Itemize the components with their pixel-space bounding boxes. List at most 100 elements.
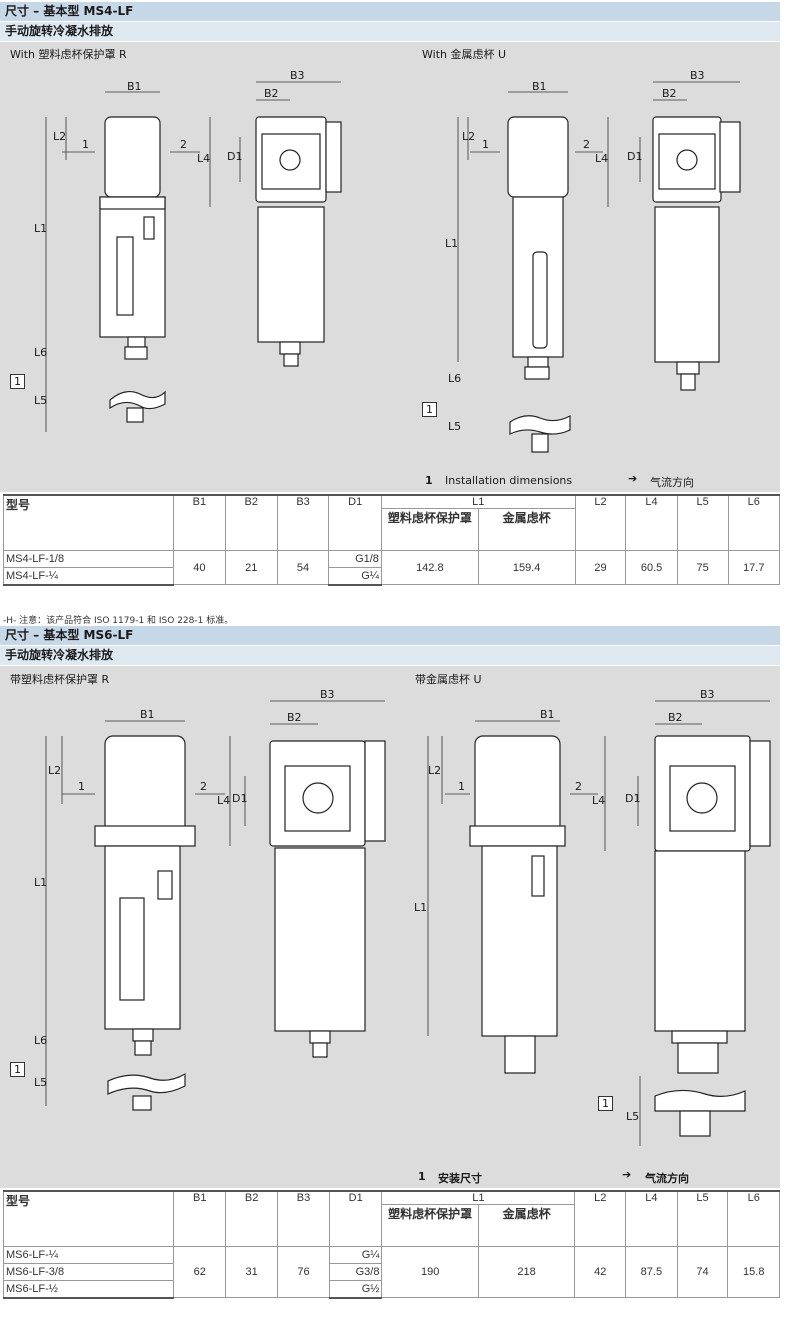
s1-front-metal-head <box>507 116 569 198</box>
s2-dim-l4-a: L4 <box>217 794 231 807</box>
s1-dim-l5-b: L5 <box>448 420 462 433</box>
s2-dim-b1-a: B1 <box>140 708 155 721</box>
s2-dim-l5-a: L5 <box>34 1076 48 1089</box>
section1-drawing-svg <box>45 81 741 453</box>
section2-title: 尺寸 – 基本型 MS6-LF <box>0 626 780 645</box>
s2-th-l4: L4 <box>625 1190 678 1247</box>
s2-front-plastic-key <box>107 1072 186 1095</box>
section2-subtitle: 手动旋转冷凝水排放 <box>0 646 780 665</box>
s1-val-l1a: 142.8 <box>380 550 479 585</box>
s1-dim-b3-b: B3 <box>690 69 705 82</box>
s2-th-d1: D1 <box>328 1190 383 1247</box>
section1-spec-table: 型号 B1 B2 B3 D1 L1 L2 L4 L5 L6 塑料虑杯保护罩 金属… <box>3 494 781 586</box>
s1-val-b2: 21 <box>224 550 278 585</box>
s2-dim-l4-b: L4 <box>592 794 606 807</box>
s2-side-metal-key <box>654 1089 746 1112</box>
s2-val-l1b: 218 <box>477 1246 576 1298</box>
s1-dim-l2-a: L2 <box>53 130 67 143</box>
s1-th-model: 型号 <box>3 494 174 551</box>
s1-front-plastic-key <box>109 390 166 410</box>
s1-th-l5: L5 <box>676 494 729 551</box>
s1-callout-a: 1 <box>10 374 25 389</box>
s2-dim-b1-b: B1 <box>540 708 555 721</box>
s2-side-plastic-bowl <box>274 847 366 1032</box>
s1-th-l6: L6 <box>727 494 781 551</box>
s1-left-label: With 塑料虑杯保护罩 R <box>10 48 127 61</box>
s1-port-out-b: 2 <box>583 138 590 151</box>
s1-side-metal-bowl <box>654 206 720 363</box>
s1-model-1: MS4-LF-¼ <box>3 567 174 586</box>
s2-front-plastic-bowl <box>104 845 181 1030</box>
s2-dim-b2-a: B2 <box>287 711 302 724</box>
s2-flow-text: 气流方向 <box>645 1172 689 1185</box>
s2-th-l1: L1 <box>381 1190 576 1205</box>
s1-th-b1: B1 <box>172 494 226 551</box>
s2-th-b2: B2 <box>225 1190 279 1247</box>
s2-th-l1a: 塑料虑杯保护罩 <box>381 1204 479 1247</box>
s1-port-in-b: 1 <box>482 138 489 151</box>
s1-d1-0: G1/8 <box>328 550 382 568</box>
s2-val-b1: 62 <box>173 1246 227 1298</box>
s2-right-label: 带金属虑杯 U <box>415 673 482 686</box>
s2-val-b3: 76 <box>277 1246 330 1298</box>
s2-val-l4: 87.5 <box>625 1246 678 1298</box>
s2-dim-b2-b: B2 <box>668 711 683 724</box>
s1-port-out-a: 2 <box>180 138 187 151</box>
s1-th-l1: L1 <box>380 494 576 509</box>
s2-callout-b: 1 <box>598 1096 613 1111</box>
s1-dim-b2-b: B2 <box>662 87 677 100</box>
s1-val-l5: 75 <box>676 550 729 585</box>
s2-th-b3: B3 <box>277 1190 330 1247</box>
s1-right-label: With 金属虑杯 U <box>422 48 507 61</box>
s1-front-plastic-head <box>104 116 161 198</box>
s1-port-in-a: 1 <box>82 138 89 151</box>
section2-spec-table: 型号 B1 B2 B3 D1 L1 L2 L4 L5 L6 塑料虑杯保护罩 金属… <box>2 1190 780 1299</box>
s1-model-0: MS4-LF-1/8 <box>3 550 174 568</box>
s2-th-l5: L5 <box>676 1190 729 1247</box>
standards-note: -H- 注意：该产品符合 ISO 1179-1 和 ISO 228-1 标准。 <box>3 616 234 626</box>
s2-th-l6: L6 <box>727 1190 780 1247</box>
s2-model-0: MS6-LF-¼ <box>2 1246 175 1264</box>
s2-dim-l5-b: L5 <box>626 1110 640 1123</box>
s1-th-l1b: 金属虑杯 <box>477 508 576 551</box>
s1-dim-l1-b: L1 <box>445 237 459 250</box>
s2-th-l1b: 金属虑杯 <box>477 1204 576 1247</box>
s1-th-l4: L4 <box>625 494 678 551</box>
s1-dim-l6-b: L6 <box>448 372 462 385</box>
s2-dim-d1-a: D1 <box>232 792 248 805</box>
s2-dim-b3-b: B3 <box>700 688 715 701</box>
s1-dim-b1-a: B1 <box>127 80 142 93</box>
s2-port-out-b: 2 <box>575 780 582 793</box>
s2-port-in-a: 1 <box>78 780 85 793</box>
s1-legend-num: 1 <box>425 474 433 487</box>
section1-drawing: With 塑料虑杯保护罩 R With 金属虑杯 U B1 B3 B2 B1 B… <box>0 42 780 492</box>
s1-flow-text: 气流方向 <box>650 476 694 489</box>
s2-port-out-a: 2 <box>200 780 207 793</box>
s1-dim-l1-a: L1 <box>34 222 48 235</box>
s1-dim-b1-b: B1 <box>532 80 547 93</box>
s1-th-l1a: 塑料虑杯保护罩 <box>380 508 479 551</box>
s2-model-1: MS6-LF-3/8 <box>2 1263 175 1281</box>
s2-legend-text: 安装尺寸 <box>438 1172 482 1185</box>
s1-dim-b3-a: B3 <box>290 69 305 82</box>
s2-val-l5: 74 <box>676 1246 729 1298</box>
section2-drawing: 带塑料虑杯保护罩 R 带金属虑杯 U B1 B3 B2 B1 B3 B2 L1 … <box>0 666 780 1188</box>
s1-front-metal-key <box>509 415 571 435</box>
s1-val-l4: 60.5 <box>625 550 678 585</box>
s2-callout-a: 1 <box>10 1062 25 1077</box>
s2-d1-2: G½ <box>328 1280 383 1299</box>
s2-legend-num: 1 <box>418 1170 426 1183</box>
s1-dim-l2-b: L2 <box>462 130 476 143</box>
s1-val-b1: 40 <box>172 550 226 585</box>
s2-d1-0: G¼ <box>328 1246 383 1264</box>
s2-val-l6: 15.8 <box>727 1246 780 1298</box>
s2-side-metal-bowl <box>654 850 746 1032</box>
s1-front-metal-bowl <box>512 196 564 358</box>
s2-val-b2: 31 <box>225 1246 279 1298</box>
s1-val-b3: 54 <box>276 550 330 585</box>
s2-dim-b3-a: B3 <box>320 688 335 701</box>
s2-left-label: 带塑料虑杯保护罩 R <box>10 673 110 686</box>
s1-dim-l5-a: L5 <box>34 394 48 407</box>
s1-th-b2: B2 <box>224 494 278 551</box>
s2-dim-l2-a: L2 <box>48 764 62 777</box>
